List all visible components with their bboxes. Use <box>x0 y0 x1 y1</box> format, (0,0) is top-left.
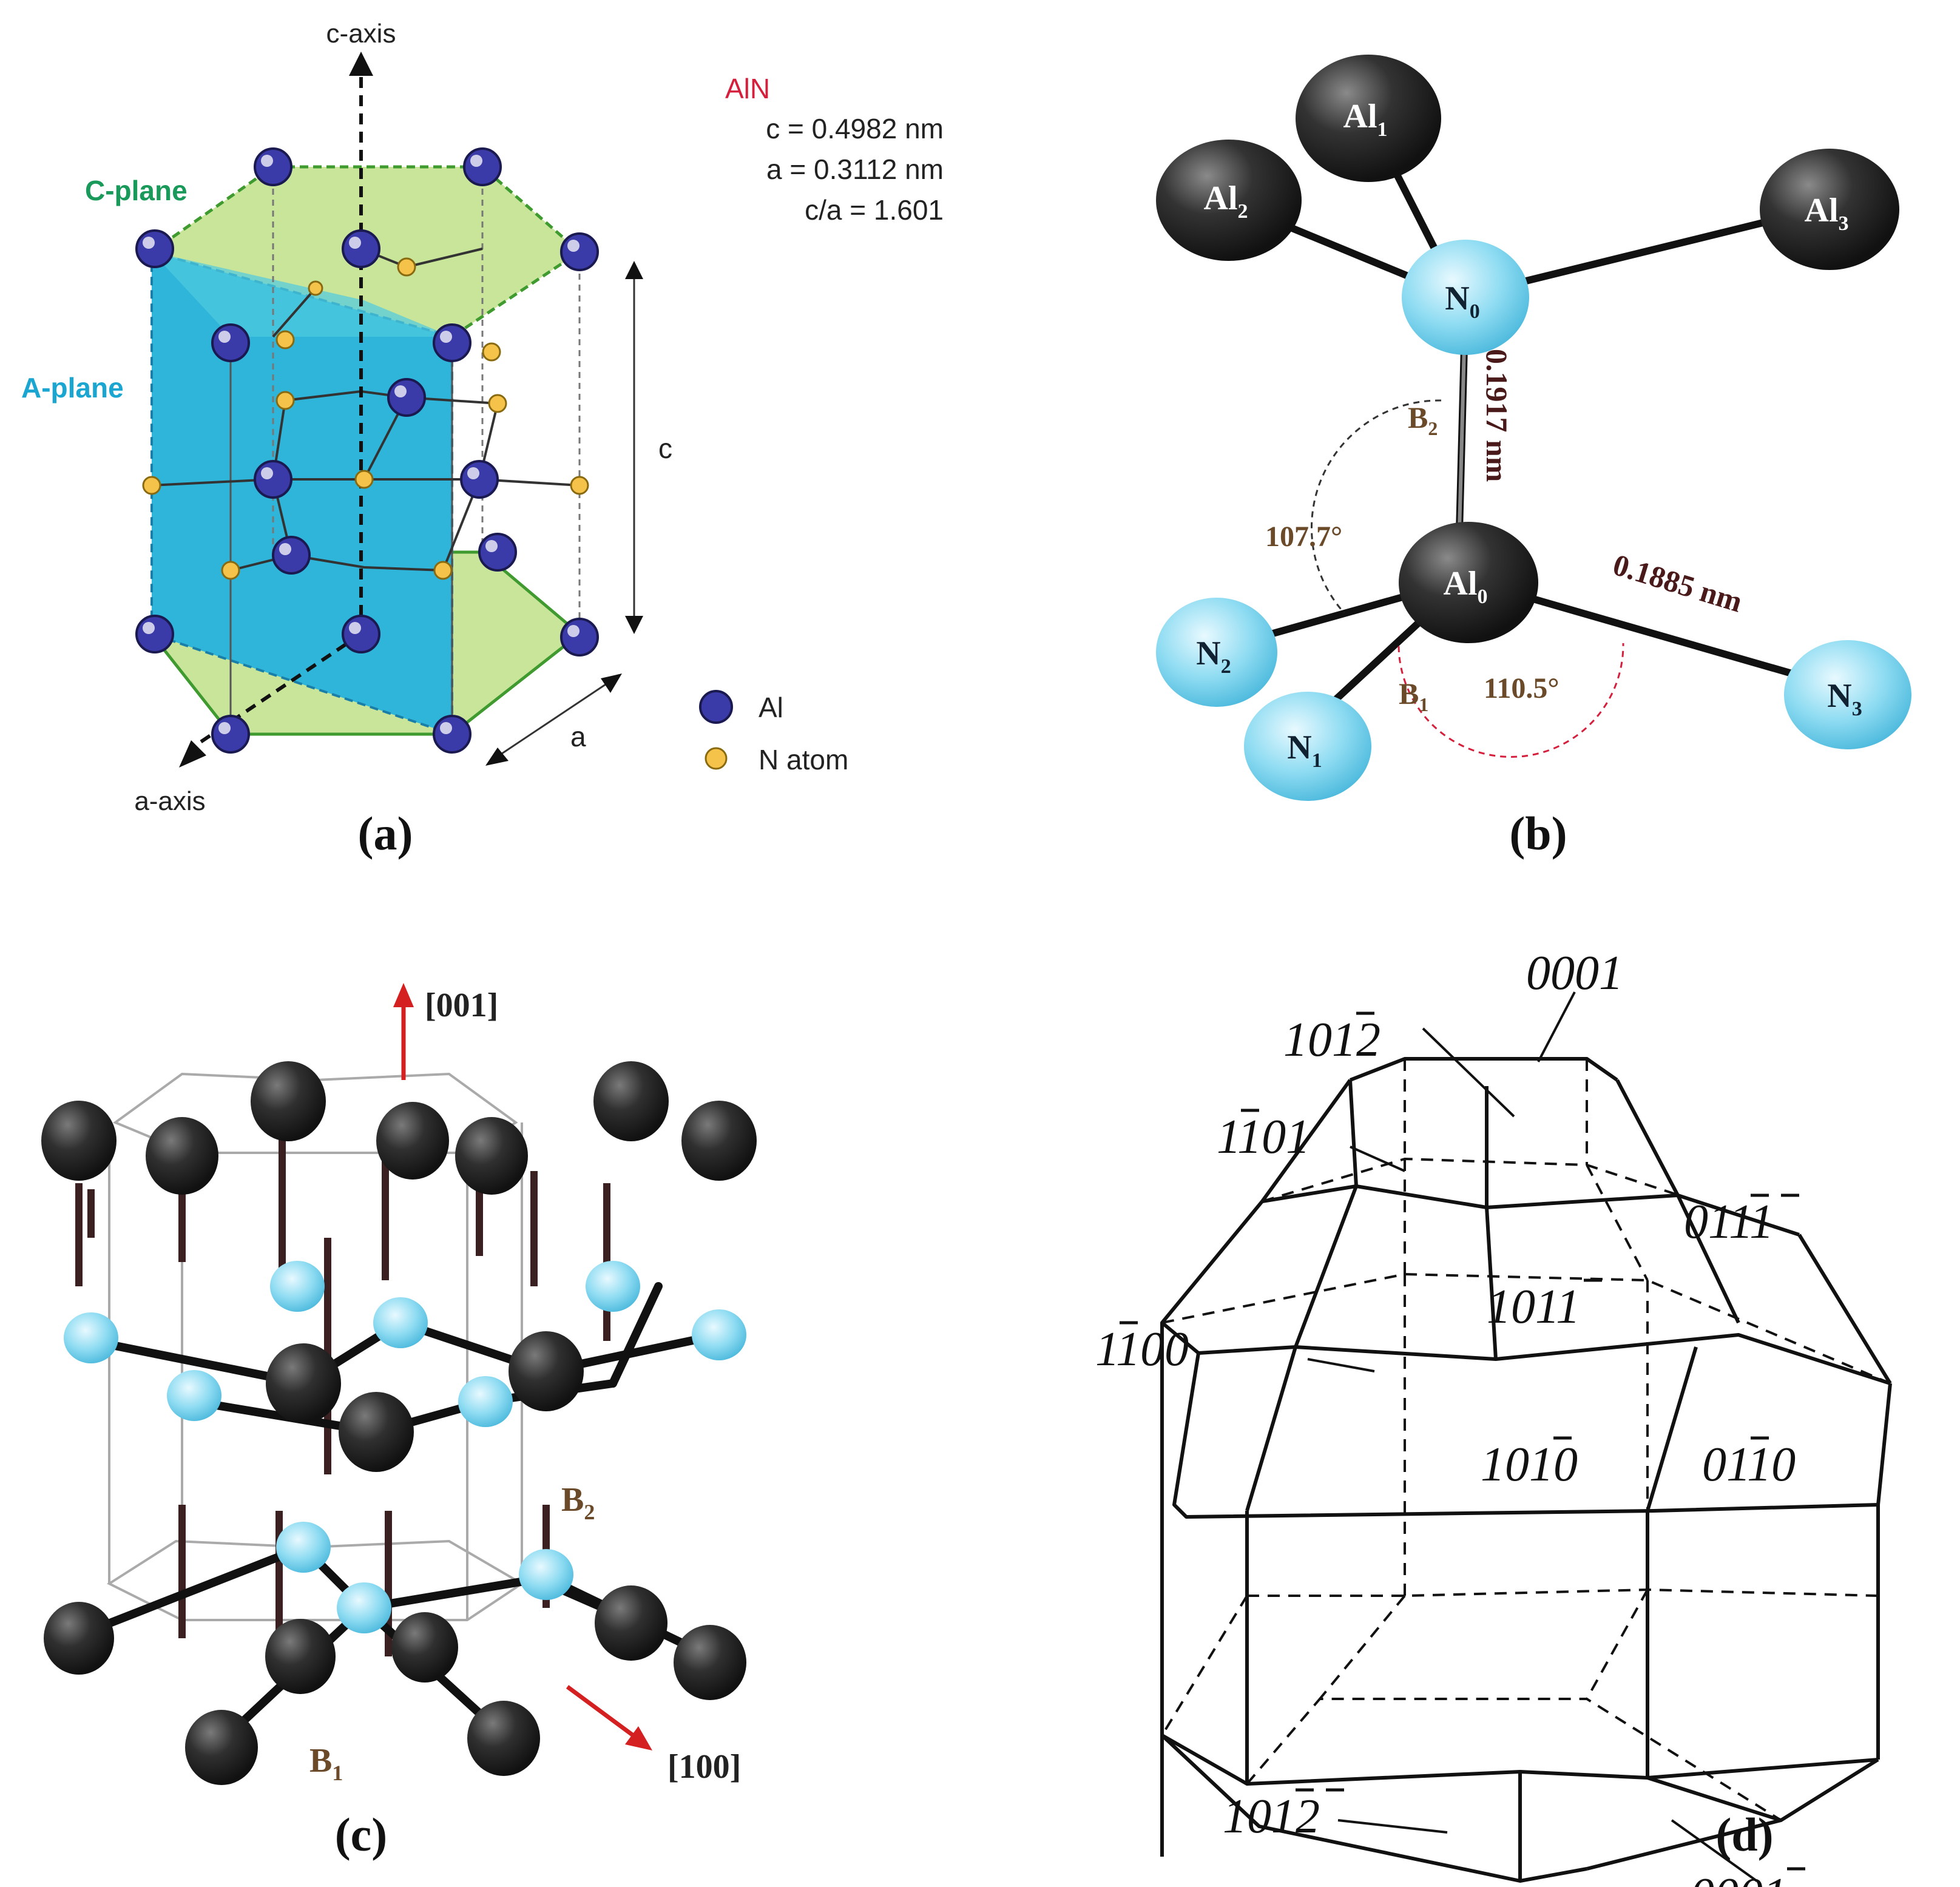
face-1012-top: 1012 <box>1283 1013 1380 1067</box>
atom-al0 <box>1399 522 1538 643</box>
a-dimension-label: a <box>570 721 586 752</box>
caption-c: (c) <box>335 1808 388 1861</box>
n-atoms <box>142 257 589 580</box>
arrow-100-icon <box>625 1726 652 1750</box>
light-atoms <box>64 1261 746 1633</box>
atom-al3 <box>1760 149 1899 270</box>
atom-n3 <box>1784 640 1911 749</box>
bond-b2-label: B2 <box>1408 400 1438 439</box>
label-n1: N1 <box>1287 729 1322 772</box>
c-plane-label: C-plane <box>85 175 188 206</box>
label-al1: Al1 <box>1343 98 1388 141</box>
a-plane-top-fold <box>152 252 452 337</box>
c-dimension-label: c <box>658 433 672 464</box>
label-n2: N2 <box>1196 635 1231 678</box>
c-axis-label: c-axis <box>326 19 396 49</box>
arrow-001-icon <box>393 983 414 1007</box>
panel-a-diagram: c-axis a-axis C-plane A-plane <box>21 19 944 860</box>
a-plane-label: A-plane <box>21 372 124 403</box>
length-diagonal-label: 0.1885 nm <box>1609 547 1746 619</box>
face-1011: 1011 <box>1487 1280 1580 1334</box>
legend-n-label: N atom <box>759 744 848 775</box>
a-axis-arrow-icon <box>179 740 206 768</box>
face-1100: 1100 <box>1095 1323 1189 1376</box>
bond-b2-label-c: B2 <box>561 1481 595 1524</box>
c-axis-arrow-icon <box>349 52 373 76</box>
n-atom-icon <box>705 747 728 770</box>
panel-c: [001] [100] B2 B1 (c) <box>0 898 980 1887</box>
c-value-label: c = 0.4982 nm <box>766 113 944 144</box>
face-0001: 0001 <box>1526 947 1623 1000</box>
bond-b1-label: B1 <box>1399 677 1428 715</box>
label-n0: N0 <box>1445 280 1479 323</box>
direction-100-label: [100] <box>667 1748 741 1786</box>
face-1012-bottom: 1012 <box>1223 1790 1320 1843</box>
a-value-label: a = 0.3112 nm <box>766 154 944 185</box>
ratio-label: c/a = 1.601 <box>805 194 944 226</box>
al-atom-icon <box>699 690 733 724</box>
panel-d: 0001 1012 1101 0111 1011 1100 1010 0110 … <box>980 898 1960 1887</box>
dark-atoms <box>41 1061 757 1785</box>
panel-b-diagram: Al1 Al2 Al3 Al0 N0 N2 N1 N3 B2 B1 0.1917… <box>1156 55 1911 860</box>
atom-n2 <box>1156 598 1277 707</box>
direction-001-label: [001] <box>425 987 498 1024</box>
angle-2-label: 110.5° <box>1484 672 1560 704</box>
a-axis-label: a-axis <box>134 786 205 816</box>
label-al0: Al0 <box>1444 565 1488 608</box>
caption-a: (a) <box>358 807 413 860</box>
face-0110: 0110 <box>1702 1438 1796 1491</box>
caption-b: (b) <box>1509 807 1567 860</box>
material-label: AlN <box>725 73 770 104</box>
panel-c-diagram: [001] [100] B2 B1 (c) <box>41 983 757 1861</box>
al-atoms <box>135 147 599 754</box>
panel-b: Al1 Al2 Al3 Al0 N0 N2 N1 N3 B2 B1 0.1917… <box>980 0 1960 898</box>
caption-d: (d) <box>1715 1808 1773 1861</box>
label-n3: N3 <box>1827 677 1862 720</box>
face-0001-bottom: 0001 <box>1690 1869 1787 1887</box>
label-al3: Al3 <box>1805 192 1849 235</box>
length-vertical-label: 0.1917 nm <box>1480 349 1514 482</box>
atom-al2 <box>1156 140 1302 261</box>
atom-n0 <box>1402 240 1529 355</box>
atom-al1 <box>1296 55 1441 182</box>
panel-a: c-axis a-axis C-plane A-plane <box>0 0 980 898</box>
face-1101: 1101 <box>1217 1110 1310 1164</box>
legend-al-label: Al <box>759 692 783 723</box>
atom-n1 <box>1244 692 1371 801</box>
face-1010: 1010 <box>1481 1438 1578 1491</box>
label-al2: Al2 <box>1204 180 1248 223</box>
angle-1-label: 107.7° <box>1265 521 1342 553</box>
bond-b1-label-c: B1 <box>309 1742 343 1785</box>
panel-d-diagram: 0001 1012 1101 0111 1011 1100 1010 0110 … <box>1095 947 1892 1887</box>
face-0111: 0111 <box>1684 1195 1774 1249</box>
